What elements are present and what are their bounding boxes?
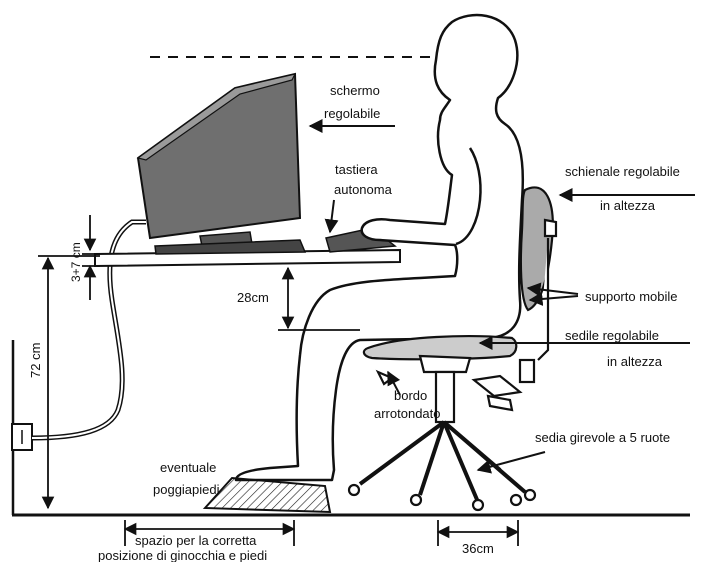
measure-desk-height: 72 cm (28, 343, 43, 378)
label-autonoma: autonoma (334, 182, 393, 197)
label-arrotondato: arrotondato (374, 406, 441, 421)
label-sedile-altezza: in altezza (607, 354, 663, 369)
measure-chair-base: 36cm (462, 541, 494, 556)
label-spazio: spazio per la corretta (135, 533, 257, 548)
label-supporto-mobile: supporto mobile (585, 289, 678, 304)
measure-thigh-clearance: 28cm (237, 290, 269, 305)
label-bordo: bordo (394, 388, 427, 403)
office-chair (347, 186, 558, 512)
pointer-arrows (308, 119, 695, 474)
label-posizione: posizione di ginocchia e piedi (98, 548, 267, 562)
person-figure (234, 13, 525, 482)
label-schienale-altezza: in altezza (600, 198, 656, 213)
label-poggiapiedi: poggiapiedi (153, 482, 220, 497)
label-schermo: schermo (330, 83, 380, 98)
measure-keyboard-gap: 3+7 cm (69, 242, 83, 282)
label-schienale: schienale regolabile (565, 164, 680, 179)
dimension-lines (38, 215, 520, 546)
label-sedia-girevole: sedia girevole a 5 ruote (535, 430, 670, 445)
label-regolabile: regolabile (324, 106, 380, 121)
footrest (202, 476, 332, 514)
label-sedile: sedile regolabile (565, 328, 659, 343)
wall-socket-icon (11, 423, 33, 451)
label-eventuale: eventuale (160, 460, 216, 475)
monitor-icon (136, 72, 307, 255)
label-tastiera: tastiera (335, 162, 378, 177)
